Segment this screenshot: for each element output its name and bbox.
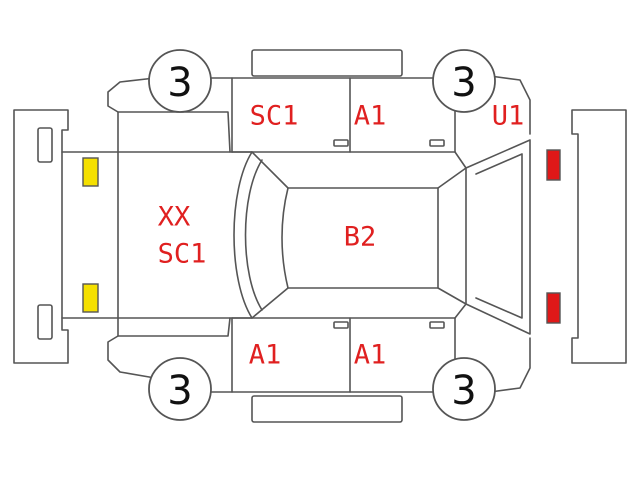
top-side-sill: [251, 49, 403, 77]
wheel-rear-right-value: 3: [451, 368, 476, 414]
wheel-rear-left: 3: [432, 49, 496, 113]
wheel-rear-right: 3: [432, 357, 496, 421]
front-bumper: [13, 109, 69, 364]
top-doors: [231, 77, 456, 153]
top-front-door-code: SC1: [250, 101, 299, 132]
bottom-side-sill: [251, 395, 403, 423]
front-left-lamp-icon: [82, 157, 99, 187]
wheel-rear-left-value: 3: [451, 60, 476, 106]
wheel-front-left-value: 3: [167, 60, 192, 106]
roof-code: B2: [344, 222, 377, 253]
top-rear-door-code: A1: [354, 101, 387, 132]
front-body-code-line1: XX: [158, 202, 191, 233]
wheel-front-right-value: 3: [167, 368, 192, 414]
bottom-rear-door-handle: [429, 321, 445, 329]
wheel-front-right: 3: [148, 357, 212, 421]
bottom-doors: [231, 317, 456, 393]
rear-left-lamp-icon: [546, 149, 561, 181]
top-rear-corner-code: U1: [492, 101, 525, 132]
rear-right-lamp-icon: [546, 292, 561, 324]
car-body-outline: [61, 75, 531, 393]
rear-hatch: [465, 139, 531, 335]
bottom-front-door-code: A1: [249, 340, 282, 371]
wheel-front-left: 3: [148, 49, 212, 113]
top-rear-door-handle: [429, 139, 445, 147]
top-front-door-handle: [333, 139, 349, 147]
bottom-front-door-handle: [333, 321, 349, 329]
front-right-lamp-icon: [82, 283, 99, 313]
cabin: [233, 151, 467, 319]
damage-codes: XX SC1 B2 SC1 A1 U1 A1 A1: [158, 101, 525, 371]
rear-bumper: [571, 109, 627, 364]
front-body-code-line2: SC1: [158, 239, 207, 270]
bottom-rear-door-code: A1: [354, 340, 387, 371]
